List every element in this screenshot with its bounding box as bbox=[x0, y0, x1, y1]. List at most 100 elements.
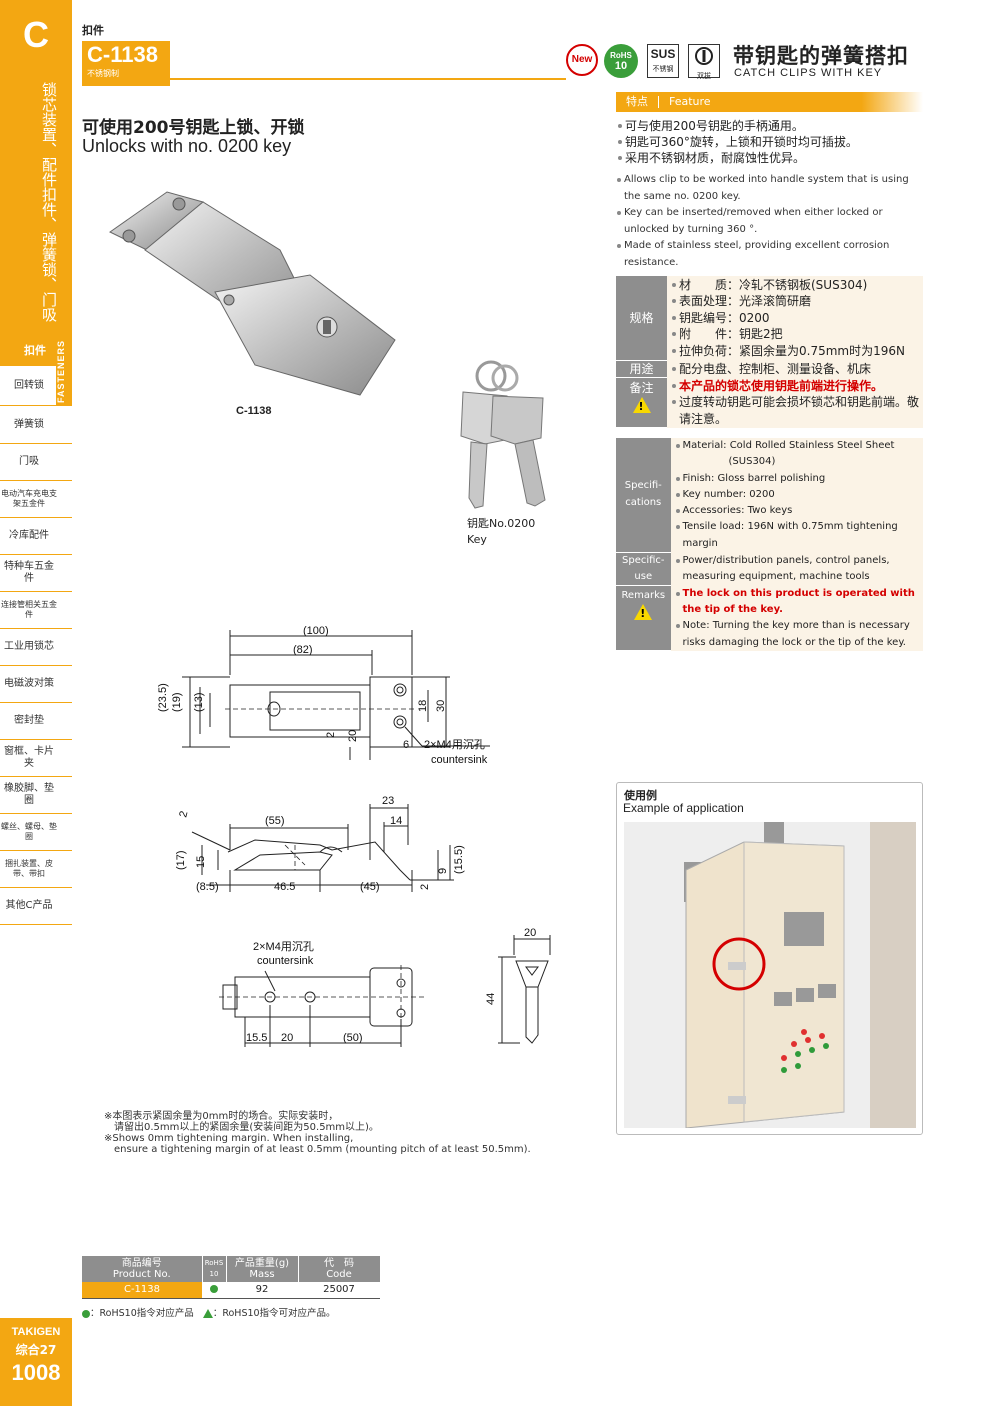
cell-mass: 92 bbox=[226, 1282, 298, 1299]
side-view-drawing: 2 (55) 23 14 (17) 15 9 (15.5) (8.5) 46.5… bbox=[175, 795, 465, 893]
dim-label: 15 bbox=[195, 856, 207, 868]
sidebar-item[interactable]: 其他C产品 bbox=[0, 888, 72, 925]
legend-dot-text: ：RoHS10指令对应产品 bbox=[90, 1308, 194, 1319]
double-key-badge-icon: 双拔 bbox=[688, 44, 720, 80]
feature-item: Key can be inserted/removed when either … bbox=[616, 205, 924, 238]
sidebar-item[interactable]: 回转锁 bbox=[0, 366, 72, 406]
model-number: C-1138 bbox=[87, 42, 158, 67]
page-number: 1008 bbox=[11, 1360, 61, 1385]
header-mass: 产品重量(g)Mass bbox=[226, 1256, 299, 1282]
application-title-cn: 使用例 bbox=[624, 789, 657, 802]
key-subtext: 双拔 bbox=[697, 72, 711, 80]
remarks-label: 备注 bbox=[629, 381, 654, 395]
sidebar-item[interactable]: 电磁波对策 bbox=[0, 666, 72, 703]
header-rule bbox=[170, 78, 566, 80]
sus-subtext: 不锈钢 bbox=[652, 65, 674, 73]
spec-item: Key number: 0200 bbox=[675, 487, 923, 503]
bottom-view-drawing: 2×M4用沉孔 countersink 15.5 20 (50) bbox=[219, 940, 425, 1047]
sidebar-item[interactable]: 螺丝、螺母、垫圈 bbox=[0, 814, 72, 851]
sidebar-item[interactable]: 连接管相关五金件 bbox=[0, 592, 72, 629]
rohs-triangle-icon bbox=[202, 1309, 213, 1318]
remark-warning: 本产品的锁芯使用钥匙前端进行操作。 bbox=[671, 378, 923, 395]
dim-label: 44 bbox=[485, 993, 497, 1005]
sidebar-item[interactable]: 特种车五金件 bbox=[0, 555, 72, 592]
sidebar-footer: TAKIGEN 综合27 1008 bbox=[0, 1318, 72, 1406]
key-cylinder-icon bbox=[695, 47, 713, 65]
remarks-label-cell: 备注 bbox=[616, 377, 667, 428]
spec-label: Specifi-cations bbox=[616, 438, 671, 553]
table-row: C-1138 92 25007 bbox=[82, 1282, 380, 1299]
feature-item: 采用不锈钢材质，耐腐蚀性优异。 bbox=[617, 150, 923, 166]
sidebar-item[interactable]: 窗框、卡片夹 bbox=[0, 740, 72, 777]
remark-note: 过度转动钥匙可能会损坏锁芯和钥匙前端。敬请注意。 bbox=[671, 394, 923, 427]
note-line: ※Shows 0mm tightening margin. When insta… bbox=[104, 1133, 354, 1144]
dim-label: 20 bbox=[281, 1032, 293, 1044]
spec-item: Tensile load: 196N with 0.75mm tightenin… bbox=[675, 519, 923, 552]
use-text: 配分电盘、控制柜、测量设备、机床 bbox=[671, 361, 923, 378]
application-illustration bbox=[624, 822, 916, 1128]
application-title-en: Example of application bbox=[623, 801, 744, 815]
remarks-label: Remarks bbox=[621, 590, 666, 602]
rohs-number: 10 bbox=[614, 60, 628, 72]
feature-item: 可与使用200号钥匙的手柄通用。 bbox=[617, 118, 923, 134]
remarks-label-cell: Remarks bbox=[616, 585, 671, 652]
material-label: 不锈钢制 bbox=[87, 69, 119, 78]
spec-item: 附 件：钥匙2把 bbox=[671, 326, 923, 343]
spec-item: 材 质：冷轧不锈钢板(SUS304) bbox=[671, 277, 923, 294]
dim-label: 9 bbox=[437, 868, 449, 874]
dim-label: (50) bbox=[343, 1032, 363, 1044]
dim-label: 14 bbox=[390, 815, 402, 827]
spec-item: 拉伸负荷：紧固余量为0.75mm时为196N bbox=[671, 343, 923, 360]
use-label: Specific-use bbox=[616, 552, 671, 587]
remarks-cell: The lock on this product is operated wit… bbox=[670, 585, 923, 651]
headline-cn: 可使用200号钥匙上锁、开锁 bbox=[82, 118, 305, 138]
feature-list-en: Allows clip to be worked into handle sys… bbox=[616, 172, 924, 271]
feature-label-cn: 特点 bbox=[626, 95, 648, 108]
sidebar-item[interactable]: 工业用锁芯 bbox=[0, 629, 72, 666]
sidebar-item[interactable]: 捆扎装置、皮带、带扣 bbox=[0, 851, 72, 888]
dim-label: (13) bbox=[193, 692, 205, 712]
spec-item: Material: Cold Rolled Stainless Steel Sh… bbox=[675, 438, 923, 454]
product-caption: C-1138 bbox=[236, 405, 272, 417]
dim-label: (8.5) bbox=[196, 881, 219, 893]
dim-label: (23.5) bbox=[157, 683, 169, 712]
spec-table-en: Specifi-cations Material: Cold Rolled St… bbox=[616, 438, 923, 652]
sidebar-item[interactable]: 冷库配件 bbox=[0, 518, 72, 555]
catalog-section: 综合27 bbox=[15, 1343, 57, 1357]
dim-label: 2 bbox=[419, 884, 431, 890]
section-letter: C bbox=[23, 14, 49, 55]
sidebar-item[interactable]: 橡胶脚、垫圈 bbox=[0, 777, 72, 814]
spec-items: Material: Cold Rolled Stainless Steel Sh… bbox=[670, 438, 923, 553]
sidebar: C 锁芯装置、配件扣件、弹簧锁、门吸 扣件 FASTENERS 回转锁 弹簧锁 … bbox=[0, 0, 72, 1406]
sidebar-item[interactable]: 弹簧锁 bbox=[0, 406, 72, 444]
use-text-cell: 配分电盘、控制柜、测量设备、机床 bbox=[667, 360, 923, 378]
use-text-cell: Power/distribution panels, control panel… bbox=[670, 552, 923, 586]
product-title-en: CATCH CLIPS WITH KEY bbox=[734, 67, 883, 79]
dim-label: 20 bbox=[347, 730, 359, 742]
dim-label: 15.5 bbox=[246, 1032, 267, 1044]
category-label: 扣件 bbox=[82, 24, 104, 37]
sidebar-item[interactable]: 密封垫 bbox=[0, 703, 72, 740]
note-line: 请留出0.5mm以上的紧固余量(安装间距为50.5mm以上)。 bbox=[104, 1122, 379, 1133]
top-view-drawing: (100) (82) (23.5) (19) (13) 18 30 2 20 6… bbox=[157, 625, 490, 766]
spec-item: (SUS304) bbox=[728, 456, 776, 468]
sidebar-item[interactable]: 电动汽车充电支架五金件 bbox=[0, 481, 72, 518]
legend-tri-text: ：RoHS10指令可对应产品。 bbox=[212, 1308, 336, 1319]
dim-label: 23 bbox=[382, 795, 394, 807]
dim-label: (19) bbox=[171, 692, 183, 712]
warning-icon bbox=[632, 396, 651, 415]
sidebar-item[interactable]: 门吸 bbox=[0, 444, 72, 481]
remark-warning: The lock on this product is operated wit… bbox=[675, 586, 923, 619]
application-example-box bbox=[616, 782, 923, 1135]
cell-code: 25007 bbox=[298, 1282, 380, 1299]
brand-name: TAKIGEN bbox=[11, 1326, 61, 1338]
hole-label-cn: 2×M4用沉孔 bbox=[253, 940, 314, 953]
key-caption-en: Key bbox=[467, 533, 487, 546]
sidebar-header: C 锁芯装置、配件扣件、弹簧锁、门吸 bbox=[0, 0, 72, 336]
dim-label: (82) bbox=[293, 644, 313, 656]
